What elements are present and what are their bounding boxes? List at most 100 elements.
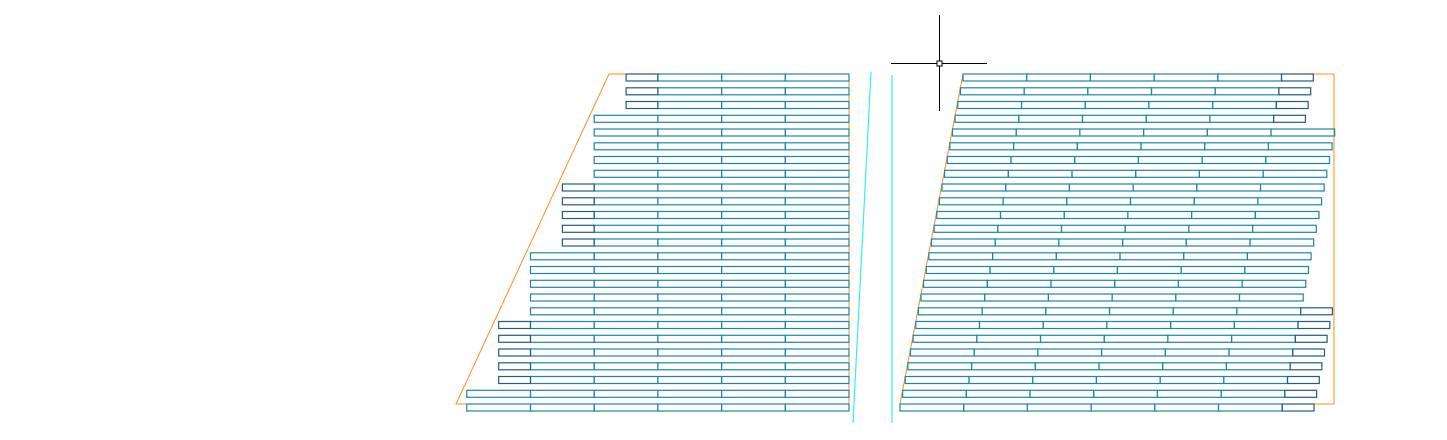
solar-panel [657, 375, 723, 385]
solar-panel [901, 389, 967, 398]
solar-panel [1172, 307, 1238, 316]
solar-panel [1140, 142, 1206, 151]
solar-panel [593, 155, 659, 165]
solar-panel-partial [561, 197, 595, 206]
solar-panel [1156, 389, 1222, 398]
solar-panel [784, 183, 850, 192]
solar-panel [657, 307, 723, 316]
solar-panel [1079, 128, 1145, 137]
solar-panel [657, 73, 723, 82]
solar-panel [1204, 142, 1269, 151]
solar-panel [941, 183, 1007, 192]
solar-panel [912, 334, 978, 343]
solar-panel [784, 114, 850, 123]
solar-panel [925, 265, 991, 275]
solar-panel-partial [561, 224, 595, 233]
solar-panel [936, 210, 1002, 220]
solar-panel [657, 128, 723, 137]
solar-panel [1127, 210, 1193, 220]
solar-panel [657, 403, 723, 412]
solar-panel [1124, 224, 1190, 233]
solar-panel-partial [561, 183, 595, 192]
solar-panel [1116, 265, 1182, 275]
solar-panel [1225, 362, 1291, 371]
solar-panel [1129, 197, 1195, 206]
solar-panel [1090, 403, 1156, 412]
solar-panel-partial [498, 375, 532, 385]
solar-panel-partial [561, 210, 595, 220]
solar-panel [720, 73, 786, 82]
solar-panel [657, 87, 723, 96]
solar-panel [1254, 210, 1320, 220]
solar-panel [657, 389, 723, 398]
solar-panel [720, 100, 786, 110]
crosshair-pickbox [936, 60, 943, 67]
solar-panel [1190, 210, 1256, 220]
solar-panel [973, 348, 1039, 357]
solar-panel [981, 307, 1047, 316]
solar-panel [1217, 403, 1283, 412]
solar-panel [784, 348, 850, 357]
solar-panel [984, 293, 1050, 302]
solar-panel [657, 348, 723, 357]
solar-panel [784, 100, 850, 110]
solar-panel [907, 362, 973, 371]
solar-panel [1084, 100, 1150, 110]
solar-panel [965, 389, 1031, 398]
solar-panel [529, 252, 595, 261]
solar-panel [657, 238, 723, 247]
solar-panel [529, 375, 595, 385]
solar-panel [784, 238, 850, 247]
solar-panel-partial [1294, 334, 1328, 343]
solar-panel [1015, 128, 1081, 137]
solar-panel [1034, 362, 1100, 371]
solar-panel [784, 169, 850, 178]
solar-panel [954, 114, 1020, 123]
solar-panel [1068, 183, 1134, 192]
solar-panel [529, 307, 595, 316]
solar-panel [1005, 183, 1071, 192]
solar-panel [720, 362, 786, 371]
solar-panel-partial [1292, 348, 1326, 357]
solar-panel [1066, 197, 1132, 206]
solar-panel [1177, 279, 1243, 288]
solar-panel [1148, 100, 1214, 110]
solar-panel [593, 348, 659, 357]
solar-panel [1169, 320, 1235, 330]
solar-panel [784, 362, 850, 371]
solar-panel [657, 334, 723, 343]
solar-panel [1002, 197, 1068, 206]
solar-panel [784, 279, 850, 288]
solar-panel [970, 362, 1036, 371]
solar-panel [784, 293, 850, 302]
solar-panel [1039, 334, 1105, 343]
solar-panel [1007, 169, 1073, 178]
solar-panel [1175, 293, 1241, 302]
solar-panel [1196, 183, 1262, 192]
solar-panel [657, 100, 723, 110]
solar-panel [720, 169, 786, 178]
solar-panel [1103, 334, 1169, 343]
solar-panel [1100, 348, 1166, 357]
solar-panel [920, 293, 986, 302]
solar-panel [1262, 169, 1328, 178]
solar-panel-partial [1280, 73, 1314, 82]
solar-panel [784, 128, 850, 137]
solar-panel [657, 279, 723, 288]
solar-panel [720, 142, 786, 151]
solar-panel [720, 307, 786, 316]
solar-panel [1106, 320, 1172, 330]
solar-panel [930, 238, 996, 247]
solar-panel [1214, 87, 1280, 96]
solar-panel [999, 210, 1065, 220]
solar-panel [720, 252, 786, 261]
solar-panel [720, 87, 786, 96]
solar-panel [1164, 348, 1230, 357]
solar-panel [720, 265, 786, 275]
solar-panel [1135, 169, 1200, 178]
solar-panel [720, 224, 786, 233]
solar-panel [720, 334, 786, 343]
solar-panel [1037, 348, 1103, 357]
solar-panel [1259, 183, 1325, 192]
